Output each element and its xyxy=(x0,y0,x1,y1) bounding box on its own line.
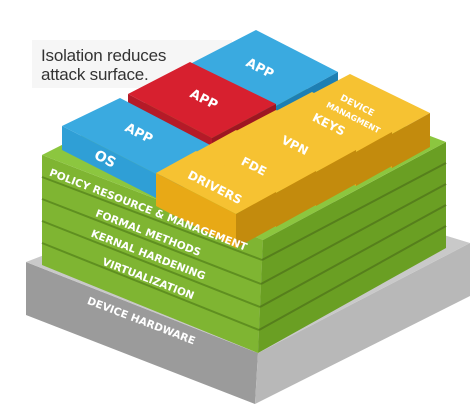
caption-line-1: Isolation reduces xyxy=(41,46,167,65)
caption: Isolation reduces attack surface. xyxy=(41,46,166,84)
caption-line-2: attack surface. xyxy=(41,65,149,84)
drivers-block[interactable] xyxy=(156,151,276,248)
